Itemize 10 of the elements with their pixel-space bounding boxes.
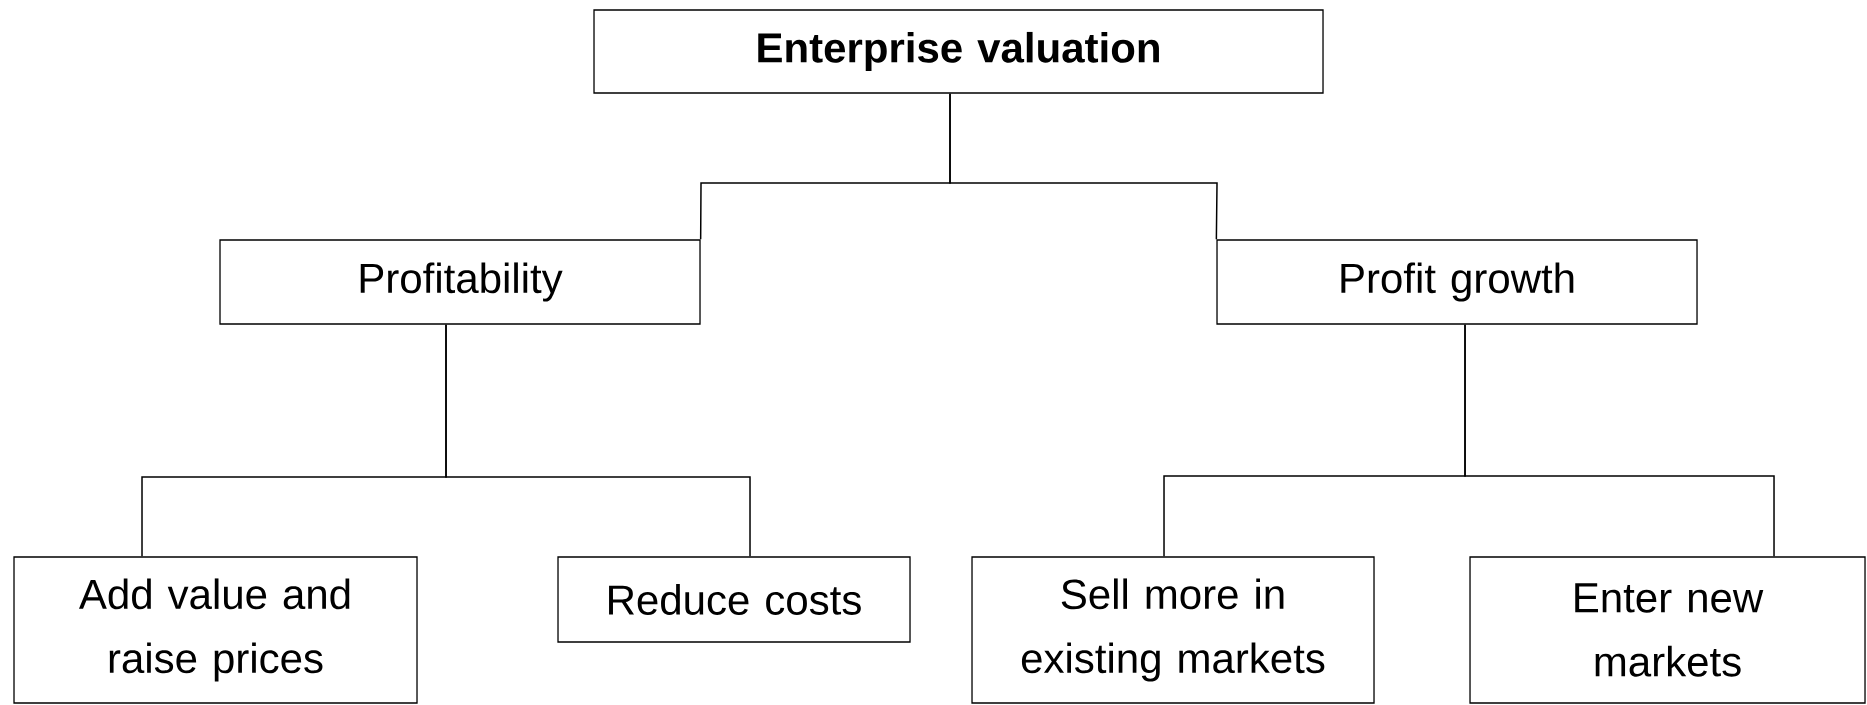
category-box: Profitability: [219, 239, 701, 325]
connector-line: [949, 92, 1218, 241]
title-box: Enterprise valuation: [593, 9, 1324, 94]
connector-line: [1464, 323, 1775, 558]
category-box: Add value and raise prices: [13, 556, 418, 704]
connector-line: [445, 323, 751, 558]
category-box: Sell more in existing markets: [971, 556, 1375, 704]
category-box: Profit growth: [1216, 239, 1698, 325]
category-box: Enter new markets: [1469, 556, 1866, 704]
category-box: Reduce costs: [557, 556, 911, 643]
